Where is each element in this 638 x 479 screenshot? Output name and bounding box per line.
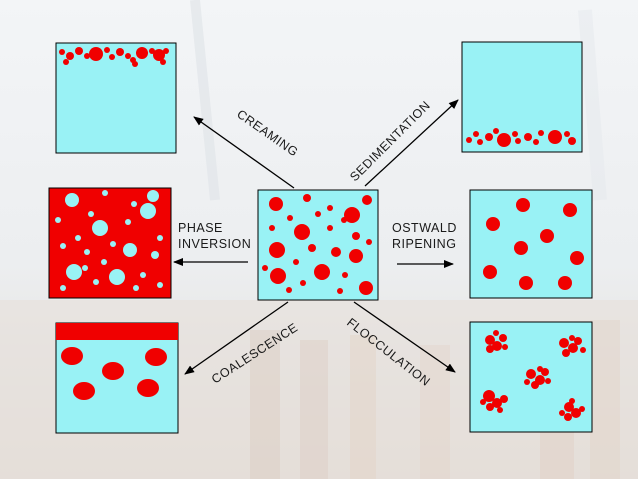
flocculation-box [469,321,593,433]
arrow-creaming [193,116,295,189]
droplet-icon [55,190,163,291]
phase-inversion-box [48,187,172,299]
droplet-icon [480,330,586,421]
label-ostwald-line2: RIPENING [392,237,456,251]
label-phase-line1: PHASE [178,221,223,235]
droplet-icon [59,47,169,67]
arrow-flocculation [353,301,456,373]
creaming-box [55,42,177,154]
droplet-icon [483,198,584,290]
arrow-sedimentation [364,99,459,187]
droplet-icon [466,128,576,147]
label-phase-line2: INVERSION [178,237,251,251]
label-ostwald-line1: OSTWALD [392,221,457,235]
center-emulsion-box [257,189,379,301]
sedimentation-box [461,41,583,153]
coalescence-box [55,322,179,434]
arrow-coalescence [184,301,289,375]
arrow-icon [173,99,459,375]
droplet-icon [262,194,373,295]
droplet-icon [61,347,167,400]
ostwald-ripening-box [469,189,593,299]
